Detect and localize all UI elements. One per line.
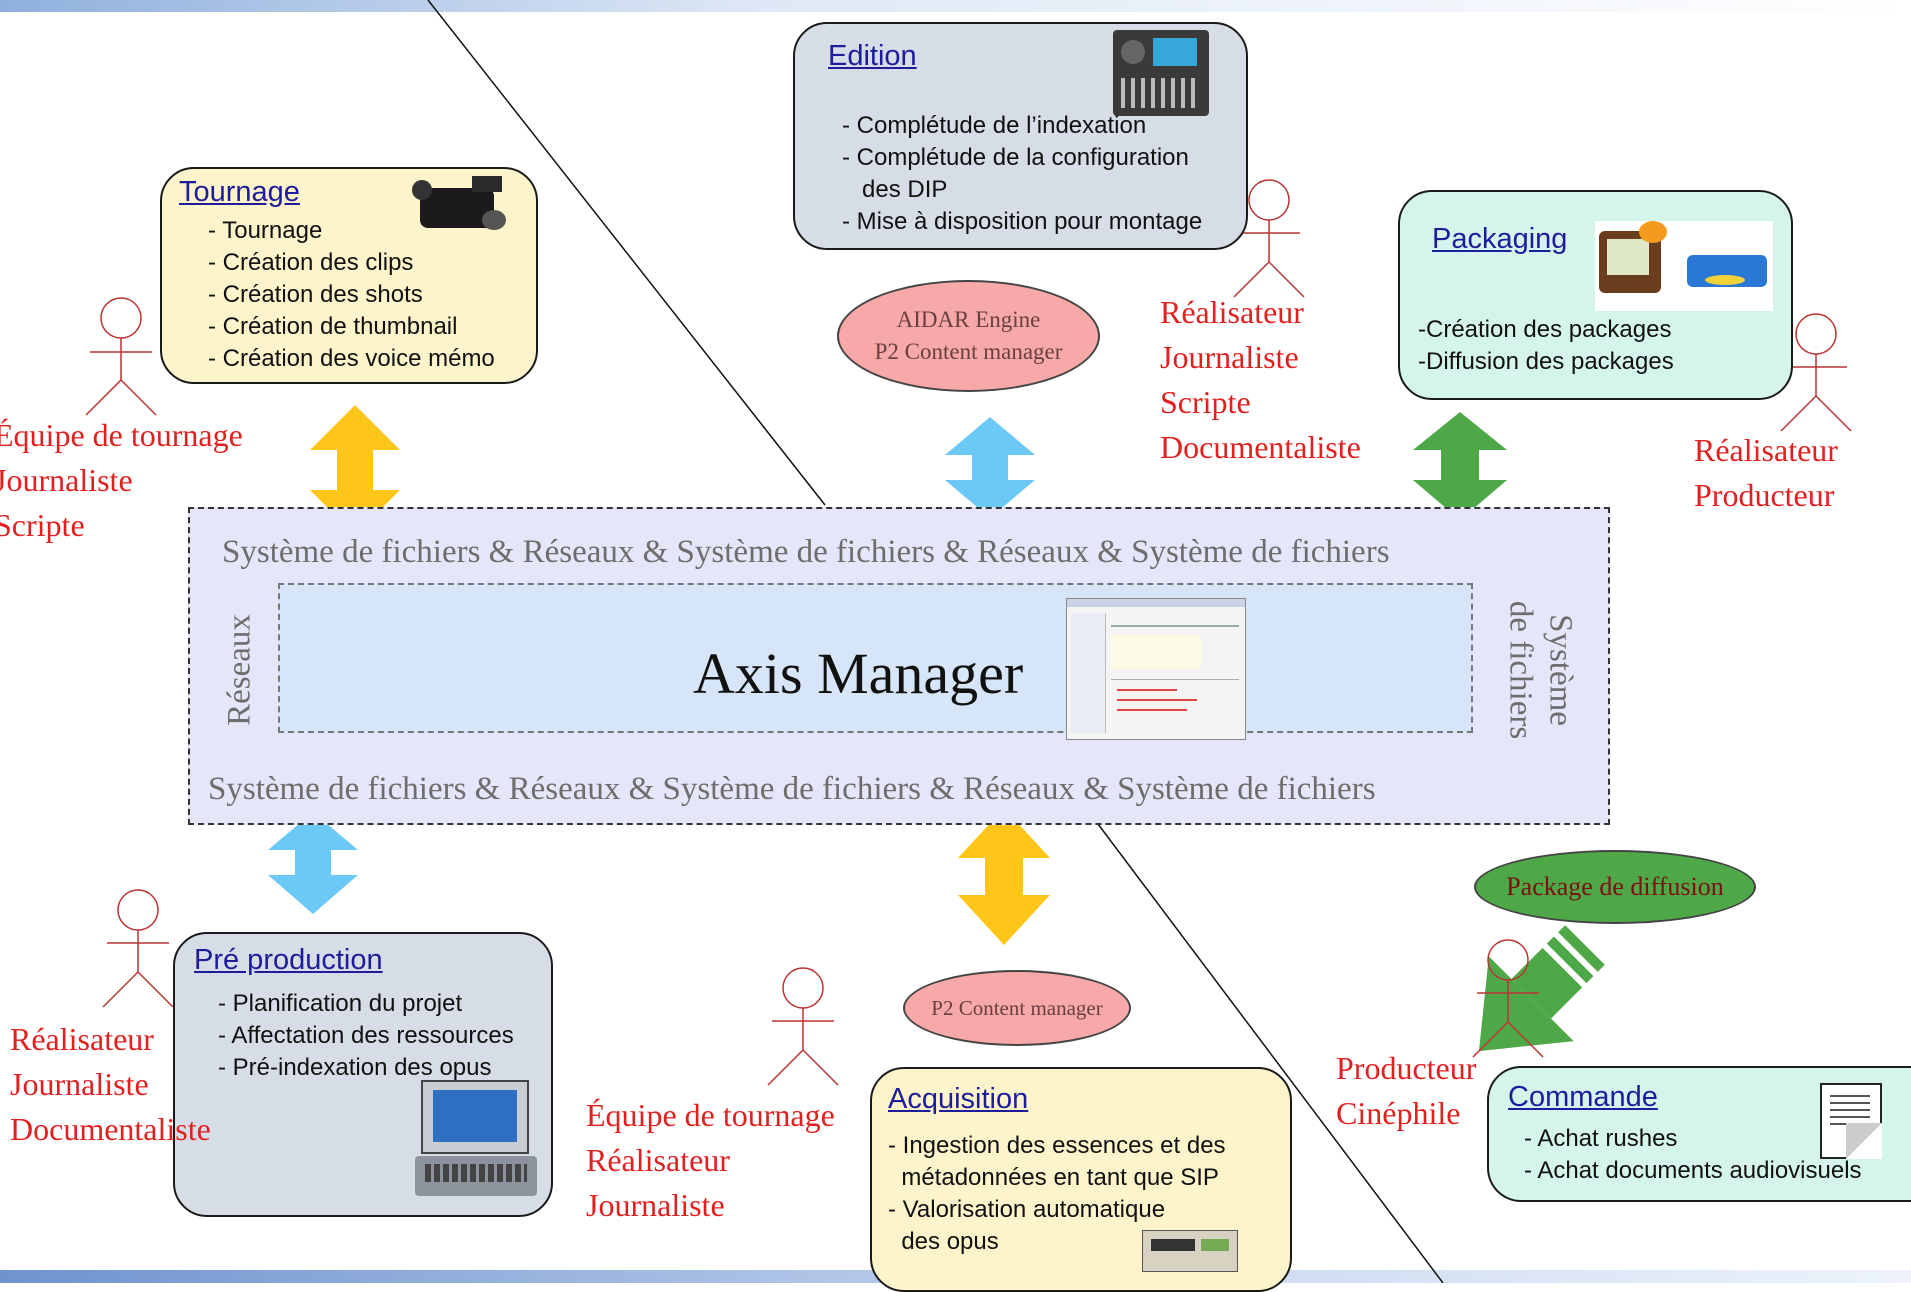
- list-item: - Tournage: [208, 217, 323, 244]
- arrow-acquisition: [958, 808, 1050, 945]
- roles-edition: Réalisateur Journaliste Scripte Document…: [1160, 290, 1361, 470]
- acquisition-title-link[interactable]: Acquisition: [888, 1083, 1029, 1115]
- role-label: Documentaliste: [10, 1111, 211, 1147]
- band-right-text-2: de fichiers: [1502, 600, 1539, 740]
- band-top-text: Système de fichiers & Réseaux & Système …: [222, 534, 1390, 570]
- actor-commande-figure: [1472, 939, 1544, 1058]
- list-item: -Création des packages: [1418, 316, 1672, 343]
- roles-packaging: Réalisateur Producteur: [1694, 428, 1838, 518]
- list-item: - Affectation des ressources: [218, 1022, 514, 1049]
- role-label: Scripte: [0, 507, 85, 543]
- list-item: - Création des shots: [208, 281, 423, 308]
- band-left-text: Réseaux: [221, 614, 258, 726]
- preprod-list: - Planification du projet - Affectation …: [218, 988, 514, 1084]
- mixing-console-icon: [1113, 30, 1209, 116]
- commande-title-link[interactable]: Commande: [1508, 1081, 1658, 1113]
- role-label: Réalisateur: [10, 1021, 154, 1057]
- band-bottom-text: Système de fichiers & Réseaux & Système …: [208, 771, 1376, 807]
- actor-tournage-figure: [85, 297, 157, 416]
- actor-packaging-figure: [1780, 313, 1852, 432]
- role-label: Journaliste: [10, 1066, 149, 1102]
- band-right-text-1: Système: [1542, 614, 1579, 726]
- list-item: - Achat rushes: [1524, 1125, 1678, 1152]
- actor-preprod-figure: [102, 889, 174, 1008]
- role-label: Producteur: [1694, 477, 1835, 513]
- tv-and-player-icon: [1595, 221, 1773, 311]
- role-label: Producteur: [1336, 1050, 1477, 1086]
- role-label: Réalisateur: [1160, 294, 1304, 330]
- role-label: Scripte: [1160, 384, 1251, 420]
- actor-acquisition-figure: [767, 967, 839, 1086]
- document-icon: [1820, 1083, 1882, 1159]
- aidar-line-1: AIDAR Engine: [896, 307, 1041, 332]
- arrow-tournage: [310, 405, 400, 535]
- acquisition-list: - Ingestion des essences et des métadonn…: [888, 1130, 1226, 1258]
- list-item: des DIP: [842, 176, 948, 203]
- list-item: - Création de thumbnail: [208, 313, 458, 340]
- packaging-list: -Création des packages -Diffusion des pa…: [1418, 314, 1674, 378]
- list-item: métadonnées en tant que SIP: [888, 1164, 1219, 1191]
- separator-line-top: [427, 0, 826, 506]
- tournage-title-link[interactable]: Tournage: [179, 176, 300, 208]
- role-label: Documentaliste: [1160, 429, 1361, 465]
- role-label: Réalisateur: [586, 1142, 730, 1178]
- header-strip: [0, 0, 1911, 12]
- arrow-preprod: [268, 812, 358, 914]
- software-screenshot-icon: [1066, 598, 1246, 740]
- list-item: - Création des clips: [208, 249, 414, 276]
- role-label: Journaliste: [586, 1187, 725, 1223]
- aidar-engine-ellipse: AIDAR Engine P2 Content manager: [837, 280, 1100, 392]
- separator-line-bottom: [1094, 819, 1444, 1283]
- roles-acquisition: Équipe de tournage Réalisateur Journalis…: [586, 1093, 835, 1228]
- role-label: Équipe de tournage: [586, 1097, 835, 1133]
- list-item: - Ingestion des essences et des: [888, 1132, 1226, 1159]
- commande-list: - Achat rushes - Achat documents audiovi…: [1524, 1123, 1862, 1187]
- camcorder-icon: [412, 170, 512, 240]
- list-item: - Pré-indexation des opus: [218, 1054, 492, 1081]
- list-item: - Complétude de l’indexation: [842, 112, 1147, 139]
- list-item: - Achat documents audiovisuels: [1524, 1157, 1862, 1184]
- arrow-packaging: [1413, 412, 1507, 520]
- preprod-title-link[interactable]: Pré production: [194, 944, 383, 976]
- actor-edition-figure: [1233, 179, 1305, 298]
- packaging-title-link[interactable]: Packaging: [1432, 223, 1568, 255]
- roles-preprod: Réalisateur Journaliste Documentaliste: [10, 1017, 211, 1152]
- roles-commande: Producteur Cinéphile: [1336, 1046, 1476, 1136]
- axis-manager-panel[interactable]: [278, 583, 1473, 733]
- roles-tournage: Équipe de tournage Journaliste Scripte: [0, 413, 243, 548]
- laptop-icon: [415, 1080, 537, 1205]
- role-label: Réalisateur: [1694, 432, 1838, 468]
- list-item: - Complétude de la configuration: [842, 144, 1189, 171]
- edition-title-link[interactable]: Edition: [828, 40, 917, 72]
- list-item: - Planification du projet: [218, 990, 463, 1017]
- role-label: Journaliste: [0, 462, 133, 498]
- arrow-edition: [945, 417, 1035, 518]
- p2-content-manager-ellipse: P2 Content manager: [903, 970, 1131, 1046]
- list-item: - Création des voice mémo: [208, 345, 495, 372]
- list-item: - Valorisation automatique: [888, 1196, 1166, 1223]
- axis-manager-title: Axis Manager: [693, 641, 1024, 706]
- package-diffusion-ellipse: Package de diffusion: [1474, 850, 1756, 924]
- edition-list: - Complétude de l’indexation - Complétud…: [842, 110, 1202, 238]
- role-label: Journaliste: [1160, 339, 1299, 375]
- p2-label: P2 Content manager: [931, 995, 1103, 1020]
- list-item: -Diffusion des packages: [1418, 348, 1674, 375]
- vcr-deck-icon: [1142, 1230, 1238, 1272]
- tournage-list: - Tournage - Création des clips - Créati…: [208, 215, 495, 375]
- package-label: Package de diffusion: [1506, 872, 1724, 901]
- aidar-line-2: P2 Content manager: [874, 339, 1063, 364]
- list-item: - Mise à disposition pour montage: [842, 208, 1203, 235]
- role-label: Cinéphile: [1336, 1095, 1461, 1131]
- list-item: des opus: [888, 1228, 999, 1255]
- role-label: Équipe de tournage: [0, 417, 243, 453]
